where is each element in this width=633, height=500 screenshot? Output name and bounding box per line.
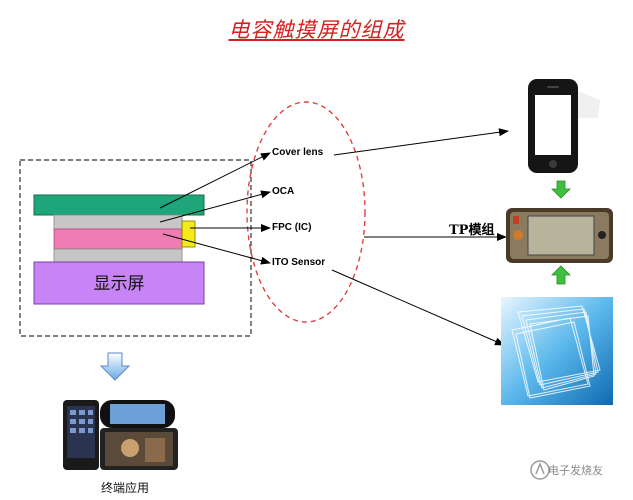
bottom-oca-layer	[53, 248, 183, 263]
oca-layer	[53, 214, 183, 230]
watermark-text: 电子发烧友	[548, 464, 603, 477]
end-application-label: 终端应用	[100, 481, 149, 495]
phone-front-panel-icon	[528, 79, 600, 173]
oca-pointer	[159, 190, 271, 223]
glass-sheets-icon	[501, 297, 613, 405]
up-arrow-icon	[551, 265, 571, 285]
watermark-logo-icon	[530, 460, 550, 480]
fpc-layer	[181, 220, 196, 248]
devices-icon	[63, 400, 178, 470]
ito-sensor-pointer	[162, 233, 271, 265]
callout-label-fpc: FPC (IC)	[272, 222, 312, 233]
display-layer-label: 显示屏	[93, 274, 145, 294]
callout-ellipse	[246, 101, 366, 323]
page-title: 电容触摸屏的组成	[228, 18, 405, 42]
tp-module-icon	[506, 208, 613, 263]
callout-label-oca: OCA	[272, 186, 295, 197]
stack-dashed-frame	[19, 159, 252, 337]
display-layer	[33, 261, 205, 305]
callout-label-cover-lens: Cover lens	[272, 147, 324, 158]
blue-down-arrow-icon	[99, 352, 131, 381]
tp-module-label: TP模组	[449, 223, 495, 238]
to-glass-sheets-arrow	[331, 269, 505, 346]
ito-sensor-layer	[53, 228, 183, 250]
to-cover-lens-image-arrow	[333, 128, 509, 156]
cover-lens-pointer	[159, 152, 271, 209]
cover-lens-layer	[33, 194, 205, 216]
callout-label-ito-sensor: ITO Sensor	[272, 257, 326, 268]
down-arrow-icon	[551, 180, 571, 199]
